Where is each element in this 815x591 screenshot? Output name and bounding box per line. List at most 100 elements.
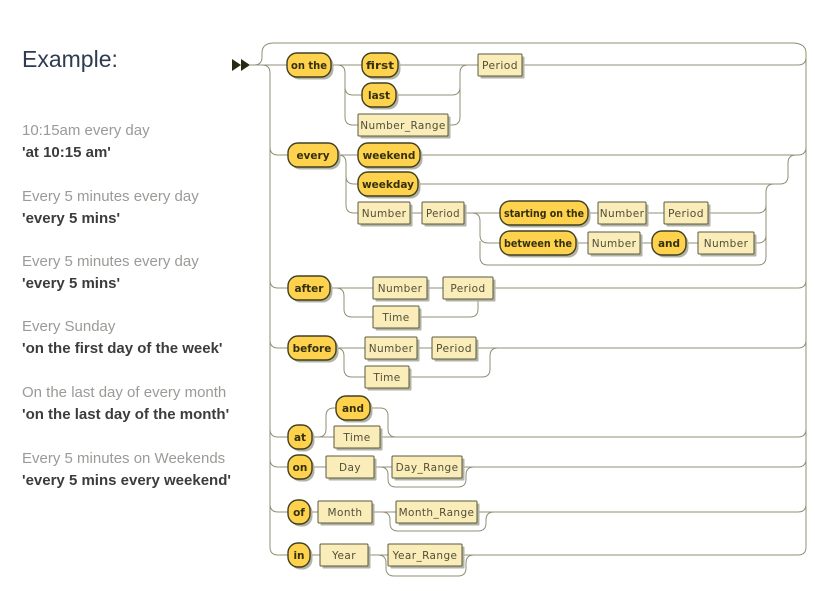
- rail-line: [765, 183, 775, 257]
- terminal-and-sep: and: [651, 230, 689, 258]
- rail-line: [471, 212, 500, 244]
- example-description: Every 5 minutes on Weekends: [22, 450, 226, 467]
- terminal-starting: starting on the: [499, 200, 591, 228]
- nonterminal-time3: Time: [333, 425, 383, 451]
- keyword-box: [287, 275, 331, 301]
- box-label: Day: [339, 462, 361, 474]
- keyword-box: [357, 171, 419, 197]
- example-expression: 'on the first day of the week': [22, 340, 223, 357]
- keyword-box: [287, 454, 313, 480]
- nonterminal-period1: Period: [477, 53, 525, 79]
- box-label: on the: [291, 60, 327, 72]
- terminal-in: in: [287, 542, 313, 570]
- terminal-on: on: [287, 454, 315, 482]
- rail-line: [420, 146, 807, 156]
- example-item: 10:15am every day'at 10:15 am': [22, 120, 262, 164]
- example-item: On the last day of every month'on the la…: [22, 382, 262, 426]
- nonterminal-number1: Number: [357, 201, 413, 227]
- rail-line: [479, 241, 767, 266]
- rule-box: [442, 276, 494, 300]
- rule-box: [372, 305, 420, 329]
- box-label: Number_Range: [360, 120, 446, 132]
- rail-line: [337, 154, 358, 214]
- nonterminal-number4: Number: [697, 231, 757, 257]
- example-description: Every Sunday: [22, 318, 116, 335]
- box-label: first: [366, 60, 394, 72]
- box-label: Time: [381, 312, 409, 324]
- rule-box: [421, 201, 465, 225]
- rail-line: [448, 116, 461, 126]
- box-label: Time: [372, 372, 400, 384]
- box-label: Period: [482, 60, 518, 72]
- box-label: Month: [328, 507, 363, 519]
- rail-line: [476, 339, 807, 349]
- rail-line: [381, 511, 495, 532]
- rail-line: [522, 56, 807, 66]
- nonterminal-time1: Time: [372, 305, 422, 331]
- terminal-every: every: [287, 142, 341, 170]
- example-item: Every 5 minutes every day'every 5 mins': [22, 251, 262, 295]
- terminal-at: at: [287, 424, 315, 452]
- terminal-after: after: [287, 275, 333, 303]
- nonterminal-period5: Period: [431, 336, 479, 362]
- rule-box: [477, 53, 523, 77]
- keyword-box: [499, 230, 577, 256]
- rail-line: [462, 546, 807, 556]
- rail-line: [269, 146, 288, 156]
- box-label: before: [293, 343, 332, 355]
- nonterminal-year: Year: [319, 543, 371, 569]
- keyword-box: [287, 499, 311, 525]
- nonterminal-day: Day: [325, 455, 377, 481]
- example-expression: 'every 5 mins every weekend': [22, 472, 231, 489]
- terminal-of: of: [287, 499, 313, 527]
- keyword-box: [287, 335, 337, 361]
- rail-line: [336, 64, 358, 126]
- terminal-weekend: weekend: [357, 142, 423, 170]
- box-label: Period: [426, 208, 460, 220]
- rule-box: [325, 455, 375, 479]
- box-label: Time: [342, 432, 370, 444]
- example-description: 10:15am every day: [22, 122, 150, 139]
- box-label: on: [293, 462, 308, 474]
- example-expression: 'every 5 mins': [22, 210, 121, 227]
- terminal-first: first: [361, 52, 401, 80]
- nonterminal-year-range: Year_Range: [387, 543, 465, 569]
- example-item: Every 5 minutes on Weekends 'every 5 mins…: [22, 448, 262, 492]
- rule-box: [697, 231, 755, 255]
- rule-box: [597, 201, 647, 225]
- example-expression: 'on the last day of the month': [22, 406, 230, 423]
- rule-box: [364, 336, 418, 360]
- rail-line: [269, 339, 288, 349]
- rail-line: [459, 64, 469, 117]
- keyword-box: [286, 52, 332, 78]
- rail-line: [493, 279, 807, 289]
- rail-line: [708, 204, 767, 214]
- rail-line: [396, 86, 461, 96]
- rule-box: [319, 543, 369, 567]
- box-label: starting on the: [504, 208, 584, 220]
- nonterminal-number-range: Number_Range: [357, 113, 451, 139]
- rule-box: [387, 543, 463, 567]
- box-label: at: [294, 432, 306, 444]
- nonterminal-period4: Period: [442, 276, 496, 302]
- rule-box: [431, 336, 477, 360]
- keyword-box: [651, 230, 687, 256]
- box-label: in: [293, 550, 304, 562]
- box-label: Number: [592, 238, 637, 250]
- terminal-before: before: [287, 335, 339, 363]
- box-label: of: [293, 507, 305, 519]
- box-label: Period: [450, 283, 485, 295]
- box-label: Period: [668, 208, 704, 220]
- box-label: Number: [378, 283, 423, 295]
- rail-line: [418, 154, 797, 185]
- rail-line: [253, 42, 807, 66]
- rail-line: [477, 503, 807, 513]
- rail-line: [380, 428, 807, 438]
- rule-box: [395, 500, 478, 524]
- box-label: Number: [600, 208, 645, 220]
- rail-line: [409, 347, 499, 378]
- rail-line: [379, 466, 475, 488]
- rail-line: [261, 64, 288, 556]
- rule-box: [372, 276, 428, 300]
